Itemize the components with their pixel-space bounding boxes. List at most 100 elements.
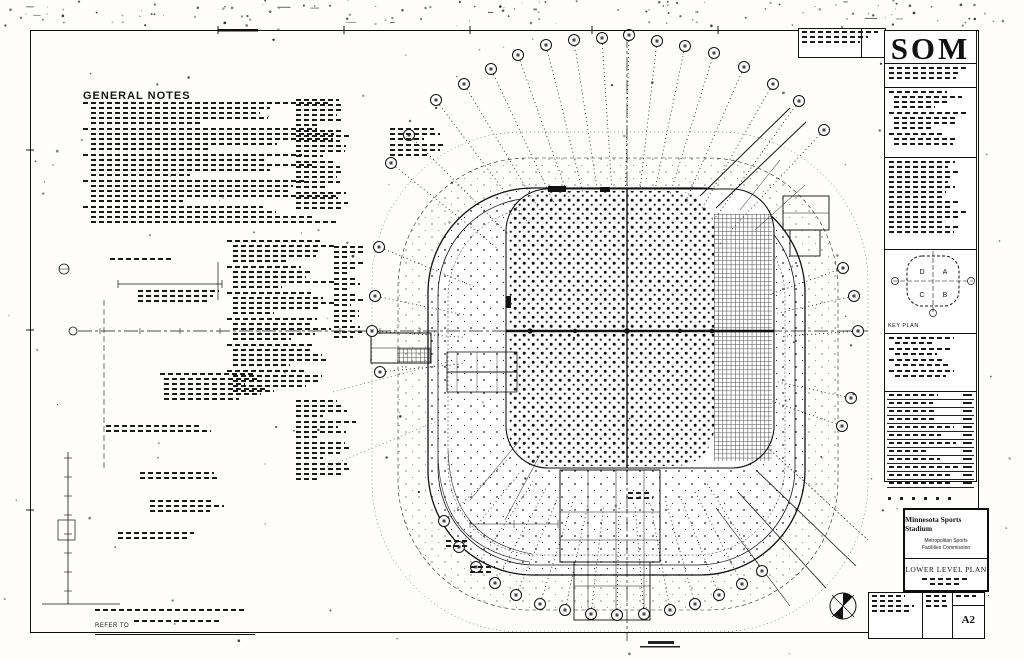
text-line — [160, 373, 255, 375]
text-line — [164, 393, 261, 395]
text-line — [91, 200, 183, 202]
text-line — [233, 281, 334, 283]
text-line — [894, 117, 956, 119]
consultants-box — [884, 88, 977, 158]
text-line — [334, 326, 360, 328]
scale-note — [930, 583, 962, 585]
text-line — [233, 302, 335, 304]
key-plan-quadrant-b: B — [943, 292, 948, 299]
text-line — [91, 138, 333, 140]
text-line — [138, 290, 219, 292]
sw-stairs — [319, 332, 541, 521]
text-line — [296, 171, 342, 173]
centerlines — [78, 34, 868, 641]
text-line — [334, 267, 358, 269]
text-line — [926, 595, 946, 597]
text-line — [233, 385, 306, 387]
text-line — [334, 272, 349, 274]
illegible-text-block — [470, 566, 496, 576]
illegible-text-block — [227, 240, 336, 395]
illegible-text-block — [160, 373, 268, 403]
text-line — [233, 323, 311, 325]
sheet-number-header — [952, 593, 984, 606]
text-line — [296, 197, 338, 199]
project-name: Minnesota Sports Stadium — [905, 515, 962, 533]
text-line — [227, 240, 322, 242]
text-line — [164, 398, 239, 400]
text-line — [334, 246, 364, 248]
revision-row — [887, 472, 974, 480]
text-line — [334, 304, 351, 306]
text-line — [889, 186, 956, 188]
text-line — [889, 434, 942, 436]
text-line — [296, 130, 343, 132]
text-line — [470, 566, 495, 568]
text-line — [138, 295, 213, 297]
revision-date-mark — [963, 474, 972, 476]
text-line — [334, 320, 352, 322]
revision-table — [884, 392, 977, 488]
stamp-divider — [861, 29, 862, 57]
text-line — [446, 540, 467, 542]
text-line — [889, 176, 953, 178]
text-line — [889, 348, 952, 350]
text-line — [296, 114, 337, 116]
text-line — [233, 354, 322, 356]
text-line — [296, 405, 343, 407]
text-line — [296, 452, 340, 454]
text-line — [628, 492, 652, 494]
client-line2: Facilities Commission — [921, 545, 971, 551]
drawn-by-cells — [869, 593, 924, 638]
text-line — [889, 226, 959, 228]
project-divider — [905, 558, 987, 559]
disclaimer-box — [884, 158, 977, 250]
text-line — [895, 364, 949, 366]
text-line — [91, 169, 270, 171]
text-line — [233, 276, 306, 278]
text-line — [889, 442, 956, 444]
text-line — [83, 180, 305, 182]
revision-row — [887, 440, 974, 448]
scale-note — [922, 578, 970, 580]
client-line1: Metropolitan Sports — [924, 538, 968, 544]
text-line — [83, 102, 328, 104]
text-line — [233, 390, 274, 392]
text-line — [895, 353, 938, 355]
text-line — [233, 364, 290, 366]
revision-date-mark — [963, 458, 972, 460]
letter-mark — [900, 497, 903, 500]
text-line — [296, 186, 327, 188]
som-logo: SOM — [890, 31, 971, 66]
illegible-text-block — [334, 246, 364, 341]
revision-row — [887, 392, 974, 400]
text-line — [83, 206, 263, 208]
text-line — [140, 472, 214, 474]
letter-mark — [936, 497, 939, 500]
text-line — [296, 161, 333, 163]
text-line — [233, 380, 318, 382]
text-line — [628, 497, 653, 499]
revision-date-mark — [963, 426, 972, 428]
text-line — [334, 299, 363, 301]
text-line — [296, 415, 323, 417]
text-line — [889, 410, 937, 412]
illegible-text-block — [106, 425, 246, 435]
text-line — [889, 77, 957, 79]
text-line — [334, 315, 359, 317]
text-line — [296, 150, 345, 152]
text-line — [296, 145, 346, 147]
text-line — [926, 600, 947, 602]
text-line — [296, 155, 323, 157]
text-line — [296, 478, 320, 480]
illegible-letters-row — [888, 487, 960, 505]
date-cells — [923, 593, 953, 638]
text-line — [233, 333, 315, 335]
revision-row — [887, 432, 974, 440]
text-line — [233, 250, 319, 252]
text-line — [889, 206, 953, 208]
text-line — [91, 133, 334, 135]
text-line — [390, 128, 434, 130]
illegible-text-block — [118, 532, 210, 542]
text-line — [296, 99, 339, 101]
text-line — [91, 174, 190, 176]
